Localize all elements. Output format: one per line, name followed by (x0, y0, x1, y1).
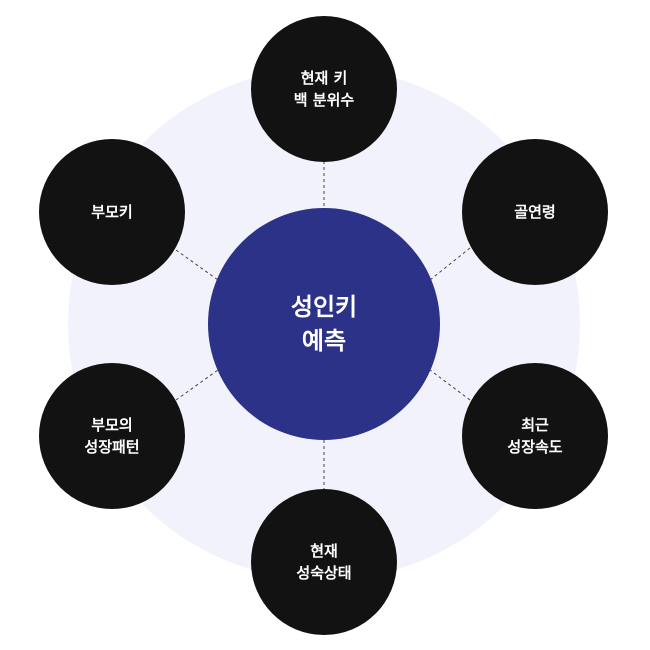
center-label-line: 성인키 (290, 293, 358, 321)
node-recent-growth-rate: 최근 성장속도 (462, 363, 608, 509)
connector-top-left (175, 249, 219, 281)
node-parent-height: 부모키 (39, 139, 185, 285)
node-bone-age: 골연령 (462, 139, 608, 285)
node-label-line: 부모의 (91, 416, 133, 434)
node-label-line: 최근 (521, 416, 549, 434)
node-label-line: 백 분위수 (293, 91, 355, 109)
node-label-line: 성숙상태 (296, 564, 352, 582)
node-label-line: 현재 키 (300, 69, 348, 87)
node-label-line: 성장패턴 (84, 438, 140, 456)
connector-bottom-right (429, 369, 471, 401)
center-node-adult-height-prediction: 성인키 예측 (208, 208, 440, 440)
connector-top-right (429, 247, 471, 281)
center-label-line: 예측 (301, 327, 347, 355)
node-current-height-percentile: 현재 키 백 분위수 (251, 16, 397, 162)
connector-bottom-left (175, 369, 219, 401)
node-current-maturity: 현재 성숙상태 (251, 489, 397, 635)
node-label-line: 부모키 (91, 203, 133, 221)
node-label-line: 골연령 (514, 203, 556, 221)
node-label-line: 현재 (310, 542, 338, 560)
node-label-line: 성장속도 (507, 438, 563, 456)
node-parent-growth-pattern: 부모의 성장패턴 (39, 363, 185, 509)
